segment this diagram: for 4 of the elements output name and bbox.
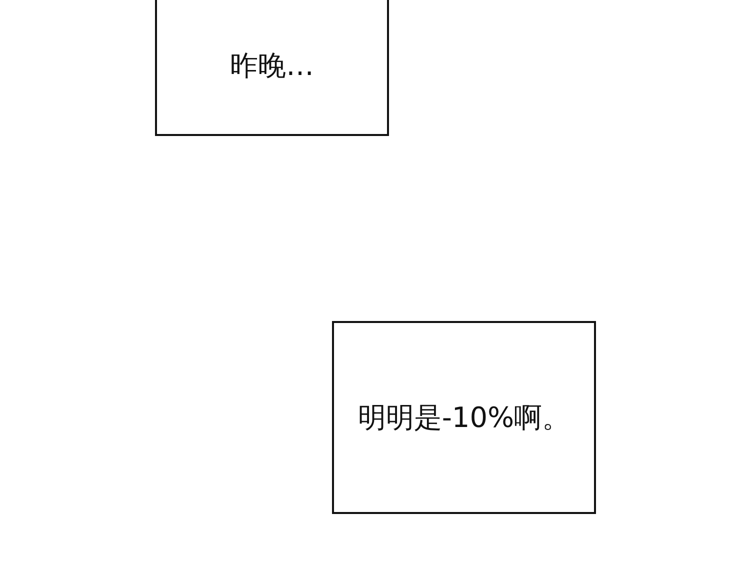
caption-box: [155, 0, 389, 136]
caption-box: [332, 321, 596, 514]
caption-text: 昨晚…: [230, 48, 314, 84]
caption-text: 明明是-10%啊。: [358, 400, 570, 436]
